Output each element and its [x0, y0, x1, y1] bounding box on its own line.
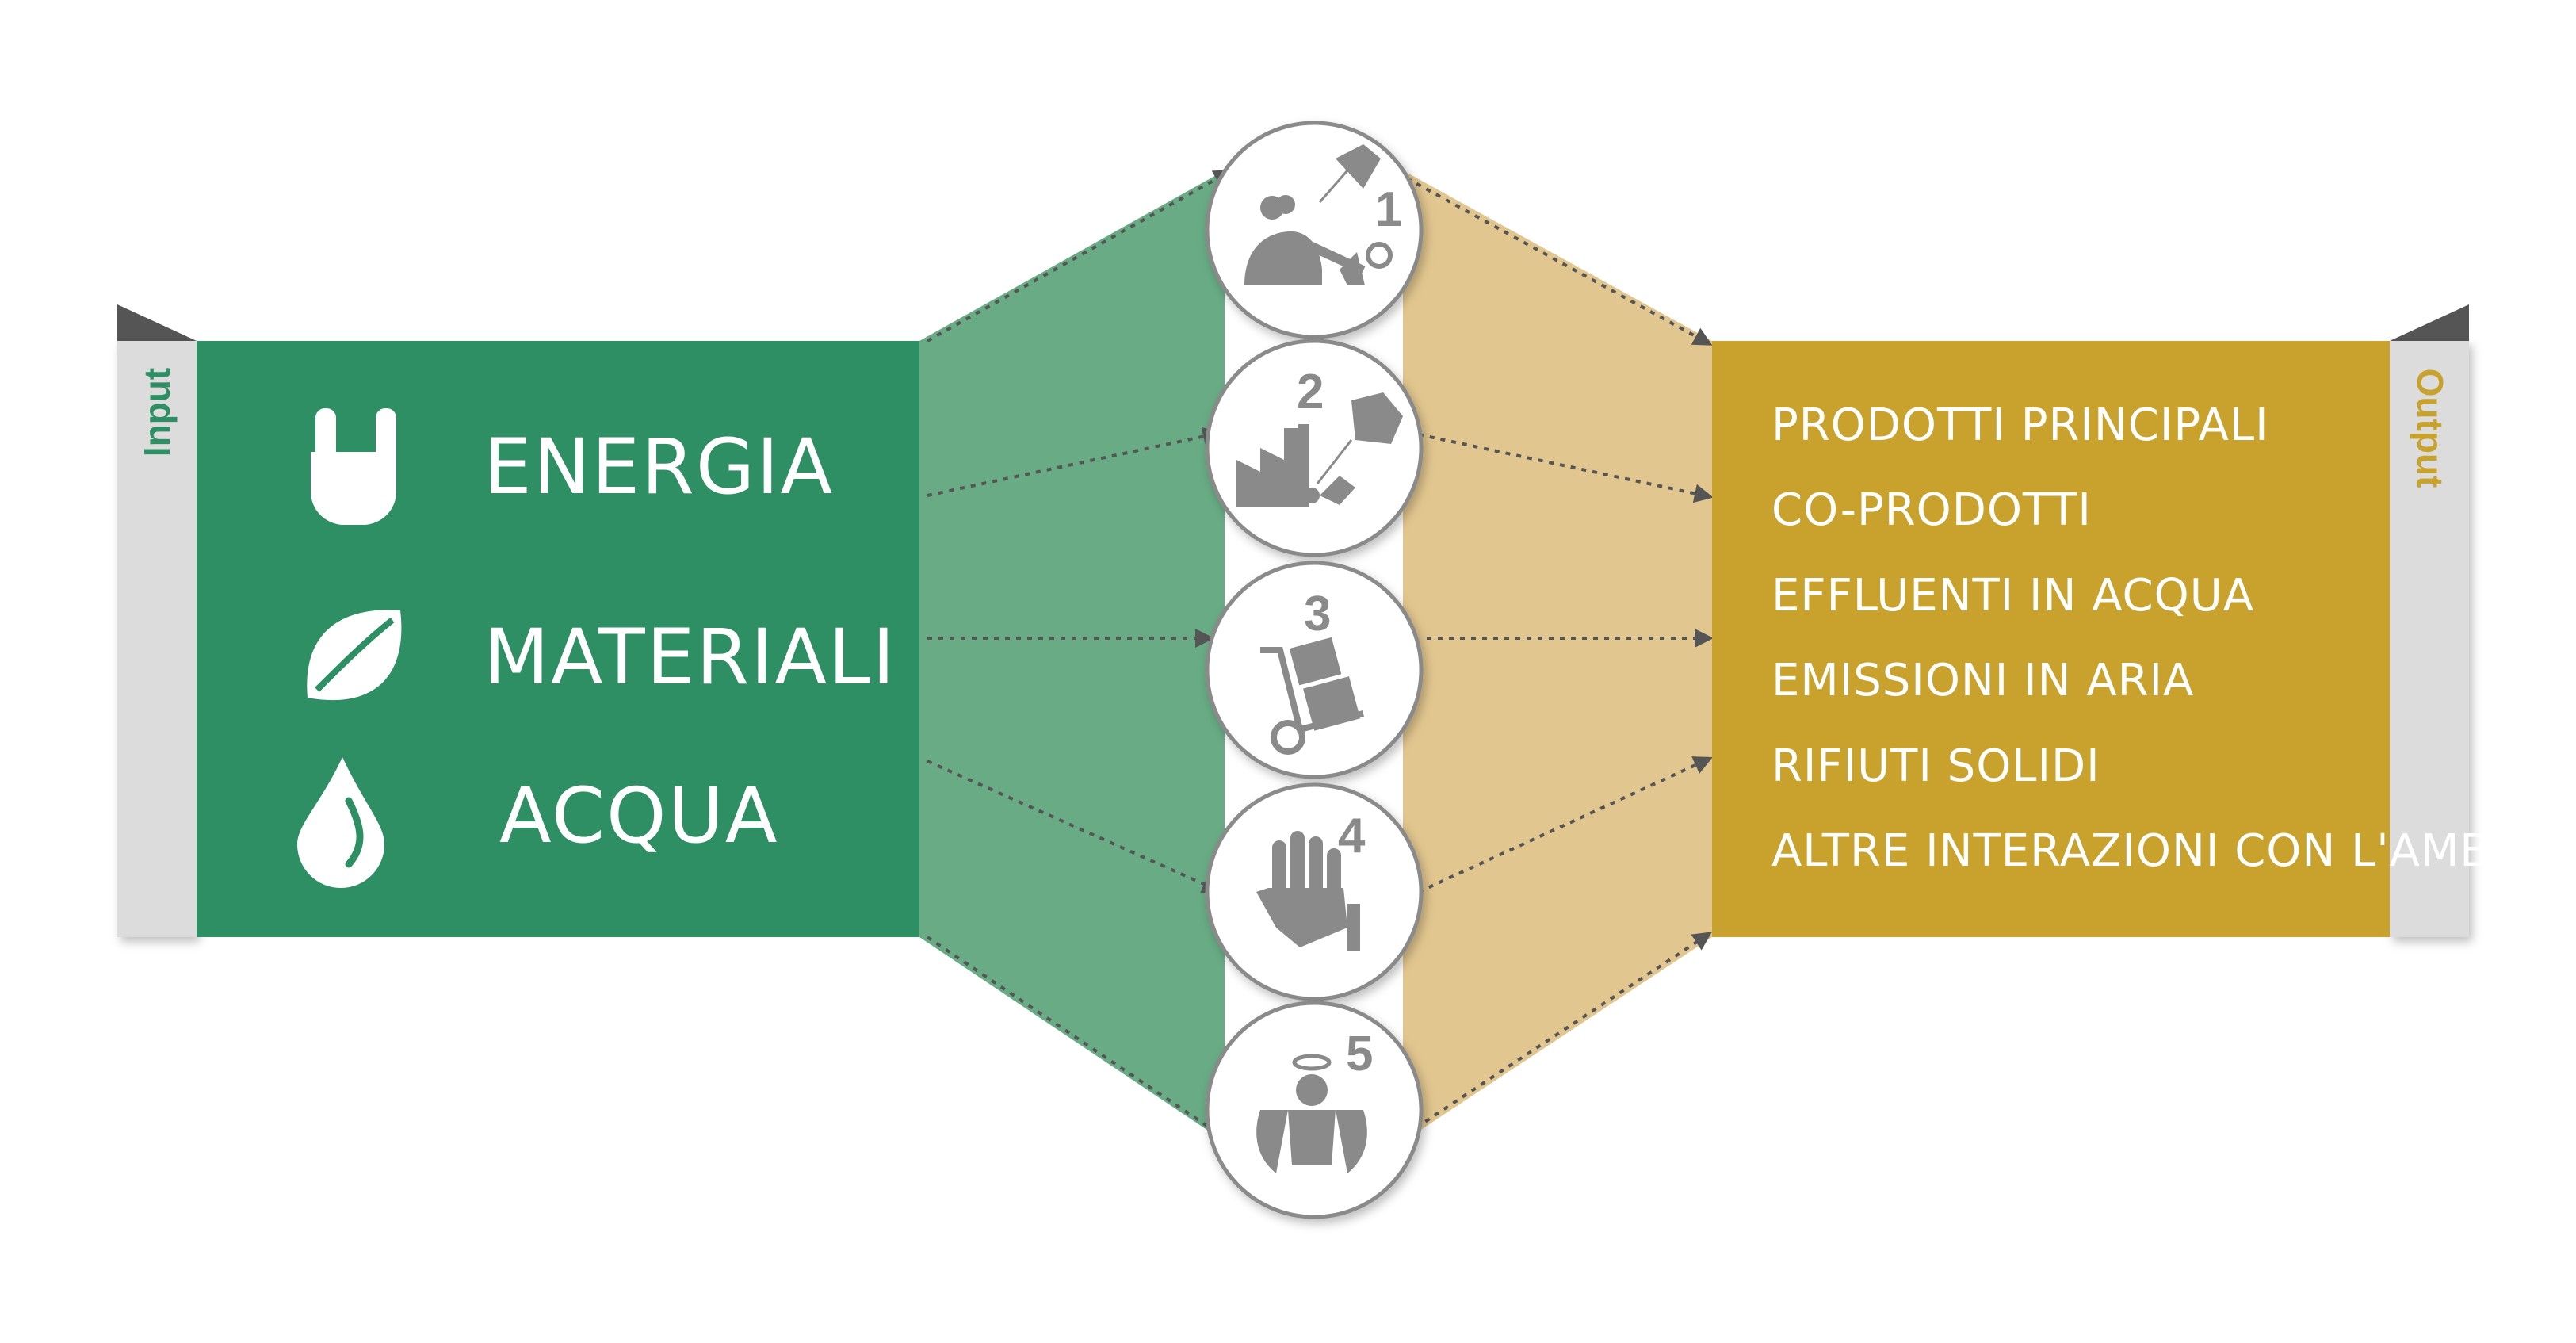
funnel-left [919, 170, 1225, 1142]
input-tab: Input [117, 304, 197, 937]
funnel-right [1403, 170, 1712, 1142]
output-label-effluenti: EFFLUENTI IN ACQUA [1771, 570, 2254, 622]
output-label-co-prodotti: CO-PRODOTTI [1771, 484, 2092, 536]
mining-extraction-icon [1244, 144, 1393, 285]
input-label-acqua: ACQUA [499, 771, 779, 860]
input-tab-label: Input [136, 368, 178, 457]
output-label-rifiuti: RIFIUTI SOLIDI [1771, 740, 2100, 792]
output-label-altre-interazioni: ALTRE INTERAZIONI CON L'AMBIENTE [1771, 825, 2576, 877]
stage-number-3: 3 [1304, 587, 1331, 641]
output-panel [1712, 341, 2390, 937]
input-arrows [926, 170, 1233, 1143]
hand-truck-distribution-icon [1260, 637, 1364, 755]
angel-end-of-life-icon [1256, 1054, 1367, 1173]
leaf-icon [307, 610, 402, 701]
hand-use-icon [1256, 831, 1360, 951]
output-arrows [1405, 177, 1714, 1135]
stage-number-1: 1 [1375, 182, 1402, 237]
output-tab-label: Output [2410, 369, 2451, 488]
stage-number-4: 4 [1338, 809, 1366, 863]
input-label-energia: ENERGIA [483, 423, 834, 511]
water-drop-icon [297, 757, 384, 888]
plug-icon [311, 408, 396, 525]
factory-production-icon [1236, 392, 1403, 507]
output-tab: Output [2390, 304, 2469, 937]
output-label-emissioni: EMISSIONI IN ARIA [1771, 655, 2194, 706]
stage-number-2: 2 [1297, 365, 1324, 419]
stage-number-5: 5 [1346, 1027, 1373, 1081]
output-label-prodotti-principali: PRODOTTI PRINCIPALI [1771, 400, 2269, 451]
input-label-materiali: MATERIALI [483, 613, 896, 702]
